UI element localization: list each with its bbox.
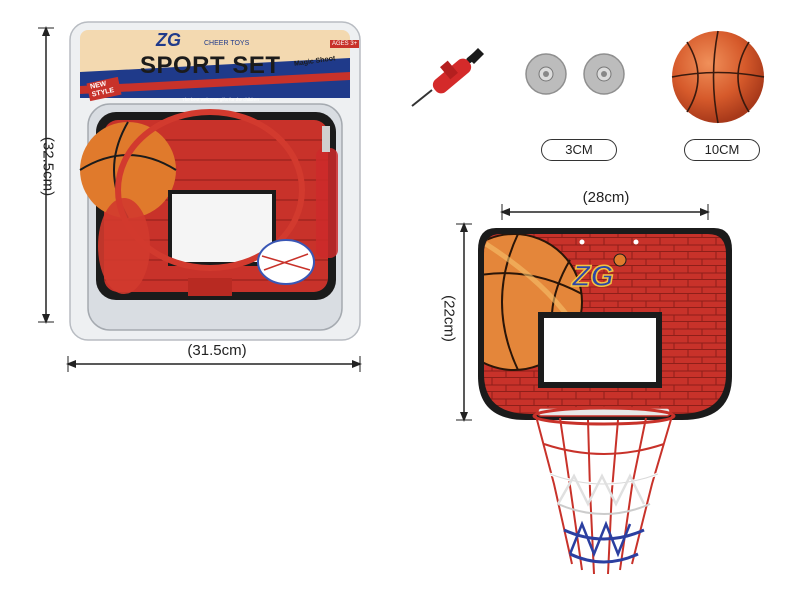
suction-cup-right [583, 53, 625, 95]
svg-text:ZG: ZG [571, 260, 614, 293]
suction-cup-left [525, 53, 567, 95]
backboard: ZG [478, 228, 732, 575]
ball-image [671, 30, 765, 124]
package-sub-brand: CHEER TOYS [204, 40, 250, 47]
board-width-label: (28cm) [582, 189, 630, 206]
ball-size-badge: 10CM [684, 139, 760, 161]
package-tagline: The best welcome gifts for the children [182, 97, 260, 102]
suction-cup-size-badge: 3CM [541, 139, 617, 161]
package-title: SPORT SET [140, 52, 281, 79]
board-height-label: (22cm) [440, 295, 458, 342]
package-ages: AGES 3+ [330, 40, 360, 48]
pump-image [411, 48, 484, 107]
package-width-label: (31.5cm) [187, 342, 247, 359]
package-brand-logo: ZG [156, 30, 181, 50]
